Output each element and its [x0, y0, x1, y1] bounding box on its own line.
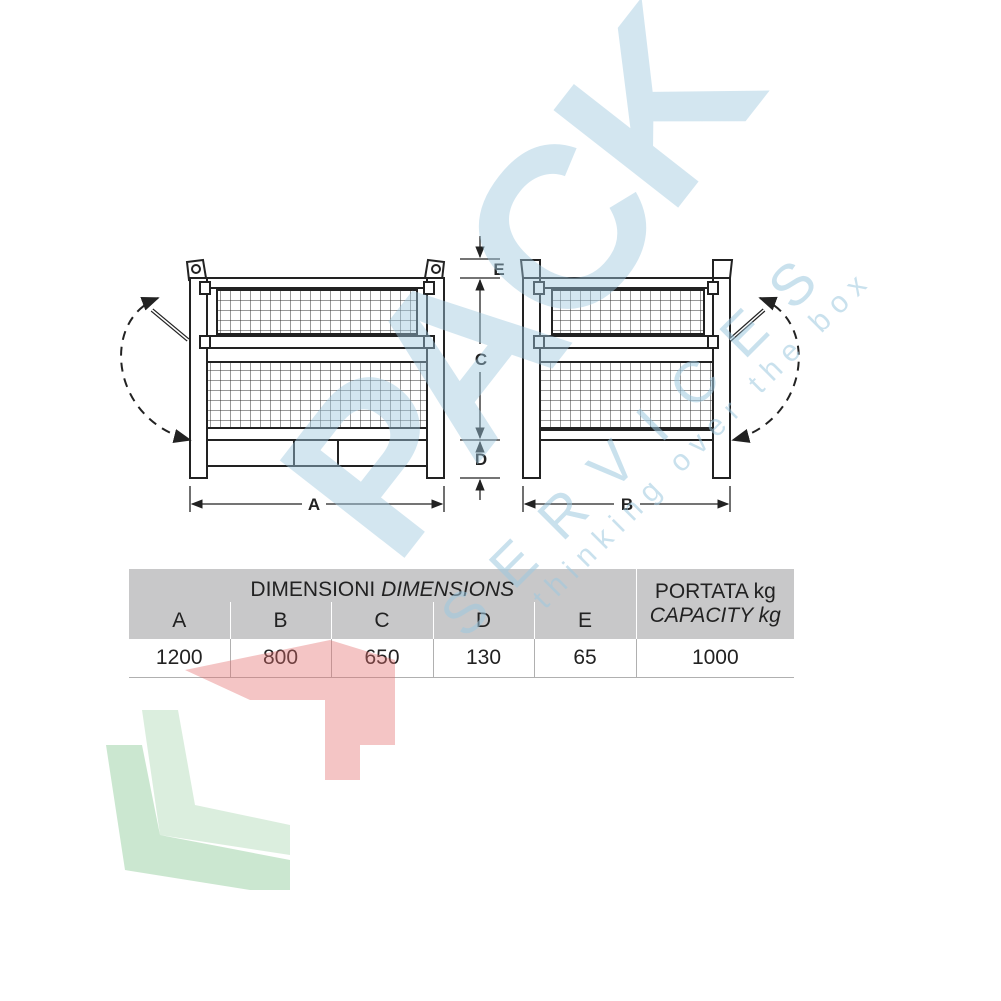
capacity-header: PORTATA kg CAPACITY kg	[635, 569, 795, 639]
value-a: 1200	[129, 639, 230, 678]
gate-swing-arc	[120, 297, 192, 444]
front-view	[120, 258, 446, 479]
dimensions-header-it: DIMENSIONI	[250, 578, 376, 601]
column-header-c: C	[330, 602, 433, 639]
dimensions-table: DIMENSIONI DIMENSIONS PORTATA kg CAPACIT…	[129, 569, 795, 678]
dimensions-group-header: DIMENSIONI DIMENSIONS	[129, 569, 637, 602]
forklift-slot	[293, 439, 339, 467]
dimension-lines	[189, 236, 731, 512]
dimension-label-e: E	[493, 260, 504, 279]
column-header-a: A	[129, 602, 230, 639]
value-d: 130	[432, 639, 534, 678]
upper-mesh	[216, 289, 418, 335]
middle-bar	[206, 335, 428, 349]
dimension-label-d: D	[475, 450, 487, 469]
value-capacity: 1000	[635, 639, 795, 678]
side-gate-swing-arc	[731, 296, 800, 443]
top-rail	[206, 277, 428, 289]
value-c: 650	[330, 639, 433, 678]
side-upper-mesh	[551, 289, 705, 335]
value-e: 65	[533, 639, 637, 678]
column-header-d: D	[432, 602, 534, 639]
dimension-label-c: C	[475, 350, 487, 369]
column-header-b: B	[229, 602, 331, 639]
side-lower-mesh	[539, 361, 714, 429]
left-post	[189, 277, 208, 479]
dimension-label-b: B	[621, 495, 633, 514]
capacity-header-en: CAPACITY kg	[649, 604, 781, 627]
right-post	[426, 277, 445, 479]
column-header-e: E	[533, 602, 637, 639]
side-right-post	[712, 277, 731, 479]
table-row: 1200 800 650 130 65 1000	[129, 639, 795, 678]
side-left-post	[522, 277, 541, 479]
side-view	[519, 259, 800, 479]
dimension-label-a: A	[308, 495, 320, 514]
value-b: 800	[229, 639, 331, 678]
dimensions-header-en: DIMENSIONS	[381, 578, 515, 601]
capacity-header-it: PORTATA kg	[654, 580, 776, 603]
lower-mesh	[206, 361, 428, 429]
